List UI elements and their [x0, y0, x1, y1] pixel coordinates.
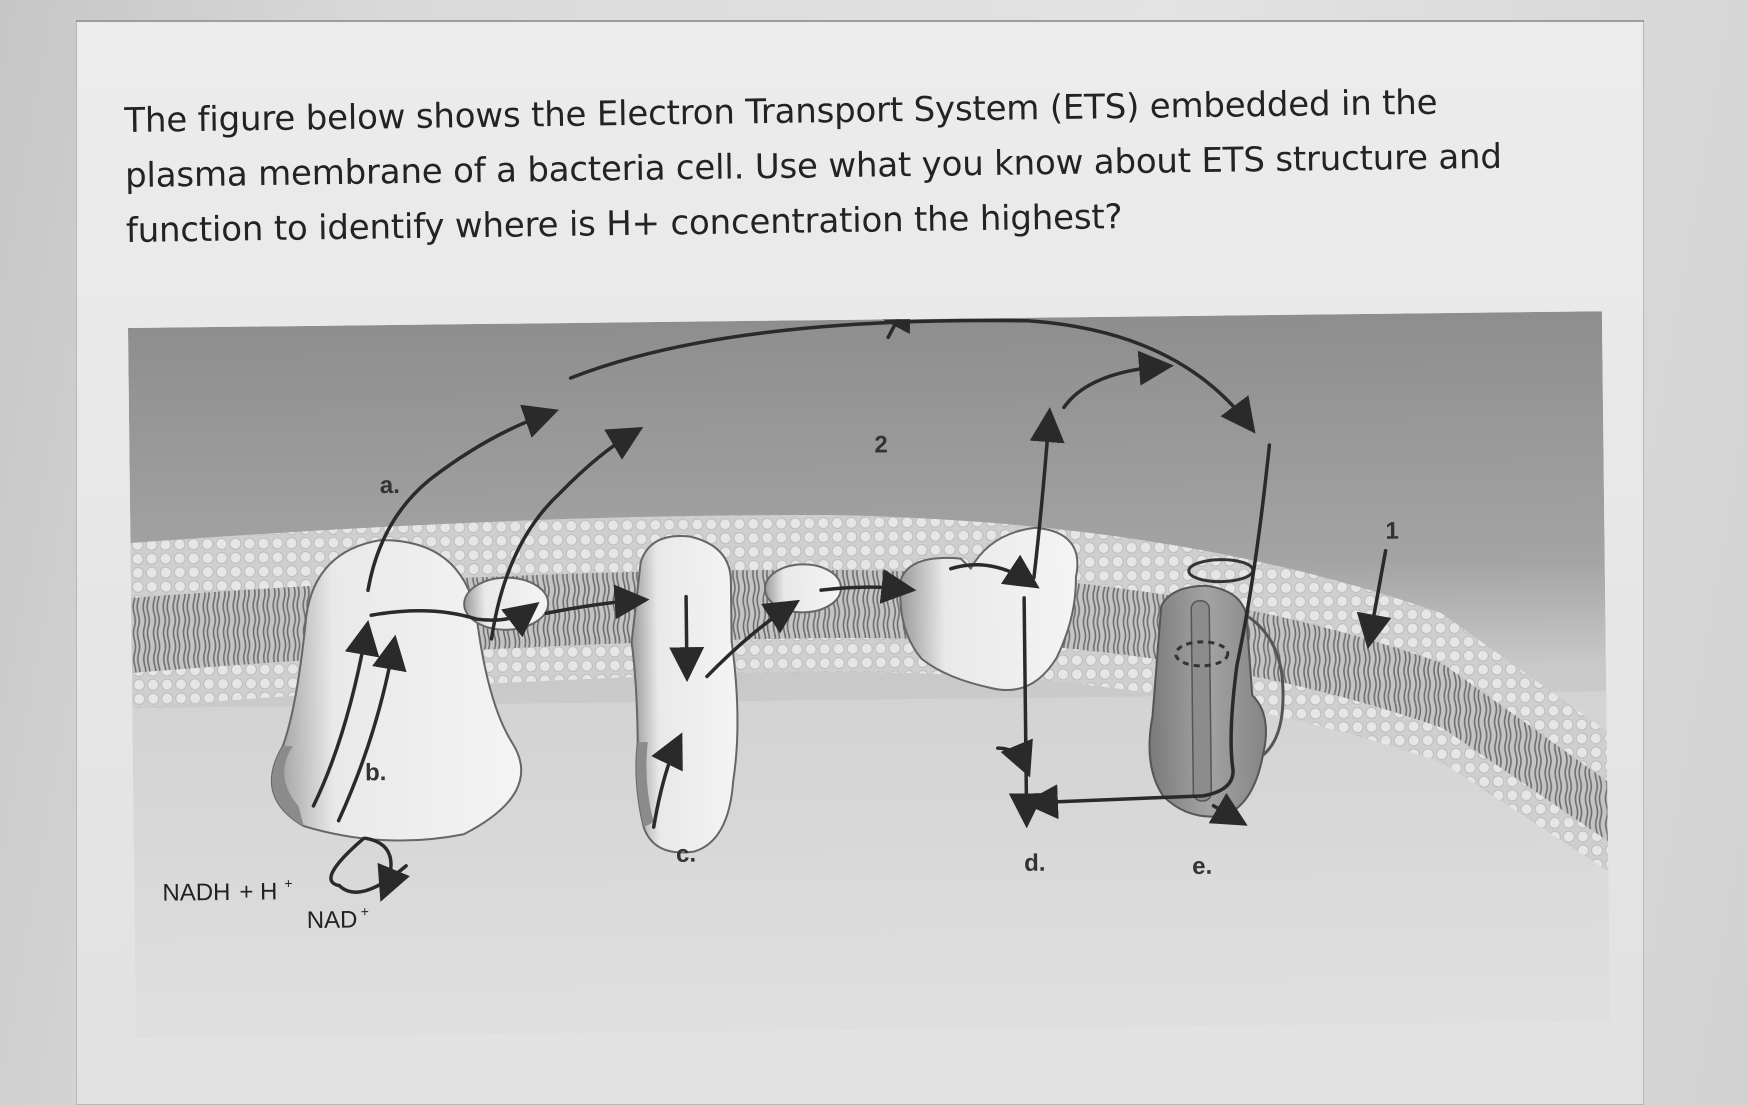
ets-figure: a. b. c. d. e. 1 2 NADH + H + NAD + — [128, 311, 1610, 1038]
label-e: e. — [1192, 853, 1212, 880]
label-d: d. — [1024, 850, 1046, 877]
proton-uptake-arrow-c — [651, 732, 683, 829]
proton-pump-arrow-d — [1029, 407, 1065, 580]
label-b: b. — [365, 759, 387, 786]
ubiquinone-carrier — [463, 576, 550, 631]
label-nad: NAD — [307, 906, 358, 934]
proton-arrow-b-right — [336, 634, 407, 823]
proton-arrow-1 — [1356, 548, 1392, 650]
oxygen-arrow — [996, 738, 1033, 778]
label-a: a. — [380, 472, 400, 499]
ets-diagram: a. b. c. d. e. 1 2 NADH + H + NAD + — [128, 311, 1610, 1038]
proton-pump-arrow-2 — [489, 426, 644, 641]
proton-pump-arrow-a — [366, 404, 559, 593]
complex-three-protein — [630, 535, 739, 854]
electron-arrow-5 — [819, 569, 917, 604]
atp-proton-return-arrow — [1022, 443, 1272, 820]
label-1: 1 — [1385, 518, 1399, 545]
atp-output-arrow-e — [1208, 792, 1248, 826]
electron-arrow-1 — [369, 602, 540, 638]
proton-top-arc-arrow — [568, 318, 1256, 434]
nad-release-arrow — [364, 836, 410, 902]
label-c: c. — [676, 841, 696, 868]
proton-arrow-d-down — [1008, 596, 1044, 829]
electron-arrow-2 — [544, 584, 650, 620]
electron-arrow-3 — [669, 594, 705, 683]
card-border-top — [76, 20, 1644, 22]
label-h-superscript: + — [284, 875, 292, 891]
label-plus-h: + H — [239, 878, 277, 905]
question-text: The figure below shows the Electron Tran… — [124, 82, 1503, 251]
label-2: 2 — [874, 431, 888, 458]
electron-arrow-6 — [949, 554, 1040, 589]
electron-arrow-4 — [705, 599, 801, 679]
proton-arrow-b-left — [311, 619, 380, 808]
label-nadh: NADH — [162, 879, 230, 907]
proton-arrow-2 — [878, 311, 911, 340]
label-nad-superscript: + — [361, 903, 369, 919]
transport-arrows — [311, 311, 1392, 902]
proton-arc-arrow-right — [1062, 350, 1174, 410]
